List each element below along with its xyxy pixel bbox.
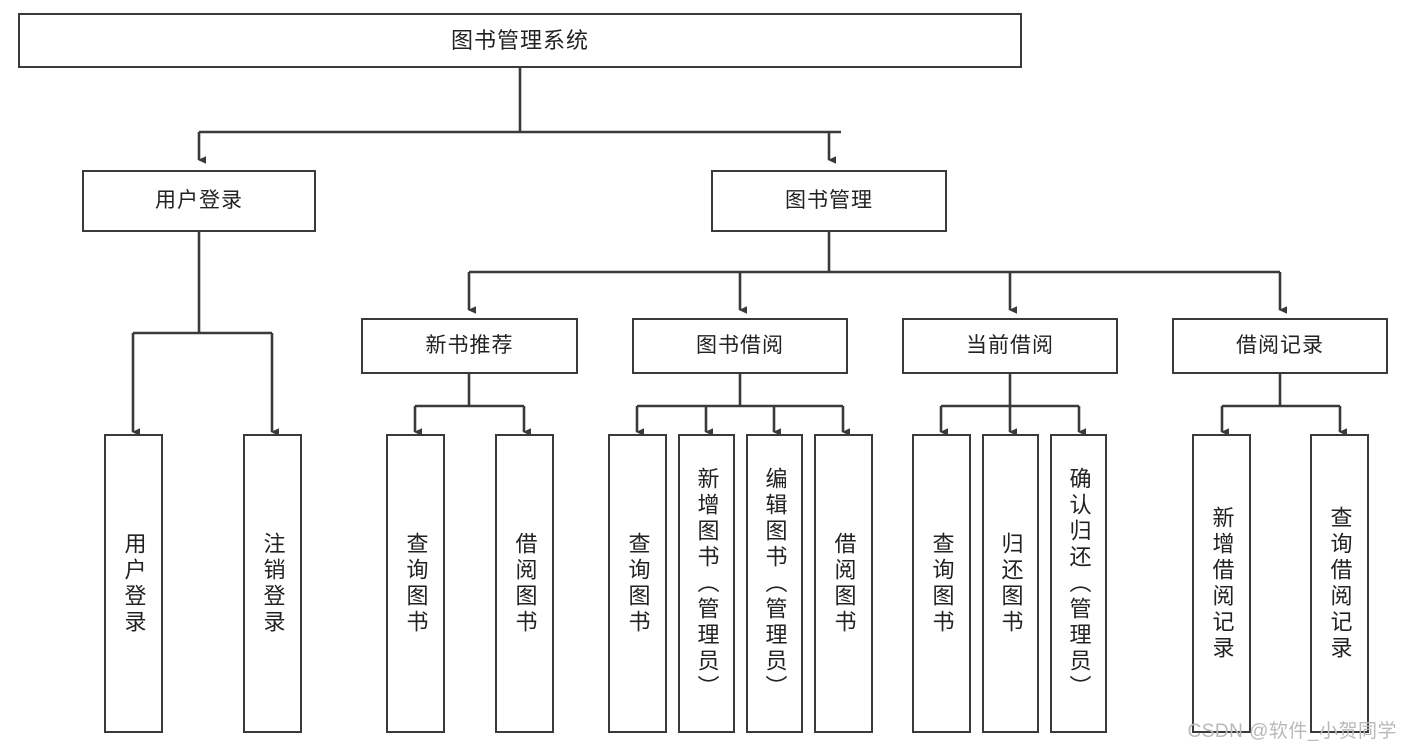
node-leaf-edit-book[interactable]: 编辑图书（管理员） (746, 434, 803, 733)
node-borrow-record-label: 借阅记录 (1236, 333, 1324, 357)
node-user-login[interactable]: 用户登录 (82, 170, 316, 232)
watermark-text: CSDN @软件_小贺同学 (1187, 721, 1397, 742)
node-leaf-query-book-3-label: 查询图书 (929, 531, 955, 636)
node-leaf-query-book-1-label: 查询图书 (403, 531, 429, 636)
node-leaf-query-record-label: 查询借阅记录 (1327, 505, 1353, 662)
node-leaf-borrow-book-1-label: 借阅图书 (512, 531, 538, 636)
node-leaf-query-book-1[interactable]: 查询图书 (386, 434, 445, 733)
node-leaf-add-record-label: 新增借阅记录 (1209, 505, 1235, 662)
node-book-management[interactable]: 图书管理 (711, 170, 947, 232)
node-root[interactable]: 图书管理系统 (18, 13, 1022, 68)
node-leaf-return-book[interactable]: 归还图书 (982, 434, 1039, 733)
node-leaf-confirm-return[interactable]: 确认归还（管理员） (1050, 434, 1107, 733)
node-leaf-add-book-label: 新增图书（管理员） (694, 466, 720, 701)
node-leaf-logout-login-label: 注销登录 (260, 531, 286, 636)
node-leaf-user-login[interactable]: 用户登录 (104, 434, 163, 733)
node-book-management-label: 图书管理 (785, 188, 873, 212)
node-book-borrow[interactable]: 图书借阅 (632, 318, 848, 374)
node-leaf-borrow-book-1[interactable]: 借阅图书 (495, 434, 554, 733)
node-leaf-query-book-3[interactable]: 查询图书 (912, 434, 971, 733)
node-leaf-query-book-2[interactable]: 查询图书 (608, 434, 667, 733)
node-leaf-borrow-book-2[interactable]: 借阅图书 (814, 434, 873, 733)
node-leaf-borrow-book-2-label: 借阅图书 (831, 531, 857, 636)
node-book-borrow-label: 图书借阅 (696, 333, 784, 357)
node-current-borrow-label: 当前借阅 (966, 333, 1054, 357)
node-leaf-user-login-label: 用户登录 (121, 531, 147, 636)
node-new-book-recommend[interactable]: 新书推荐 (361, 318, 578, 374)
node-user-login-label: 用户登录 (155, 188, 243, 212)
node-leaf-logout-login[interactable]: 注销登录 (243, 434, 302, 733)
node-borrow-record[interactable]: 借阅记录 (1172, 318, 1388, 374)
node-leaf-query-record[interactable]: 查询借阅记录 (1310, 434, 1369, 733)
node-leaf-query-book-2-label: 查询图书 (625, 531, 651, 636)
node-leaf-add-book[interactable]: 新增图书（管理员） (678, 434, 735, 733)
node-leaf-add-record[interactable]: 新增借阅记录 (1192, 434, 1251, 733)
node-leaf-return-book-label: 归还图书 (998, 531, 1024, 636)
node-leaf-confirm-return-label: 确认归还（管理员） (1066, 466, 1092, 701)
node-root-label: 图书管理系统 (450, 27, 589, 53)
node-new-book-recommend-label: 新书推荐 (425, 333, 514, 357)
node-leaf-edit-book-label: 编辑图书（管理员） (762, 466, 788, 701)
node-current-borrow[interactable]: 当前借阅 (902, 318, 1118, 374)
